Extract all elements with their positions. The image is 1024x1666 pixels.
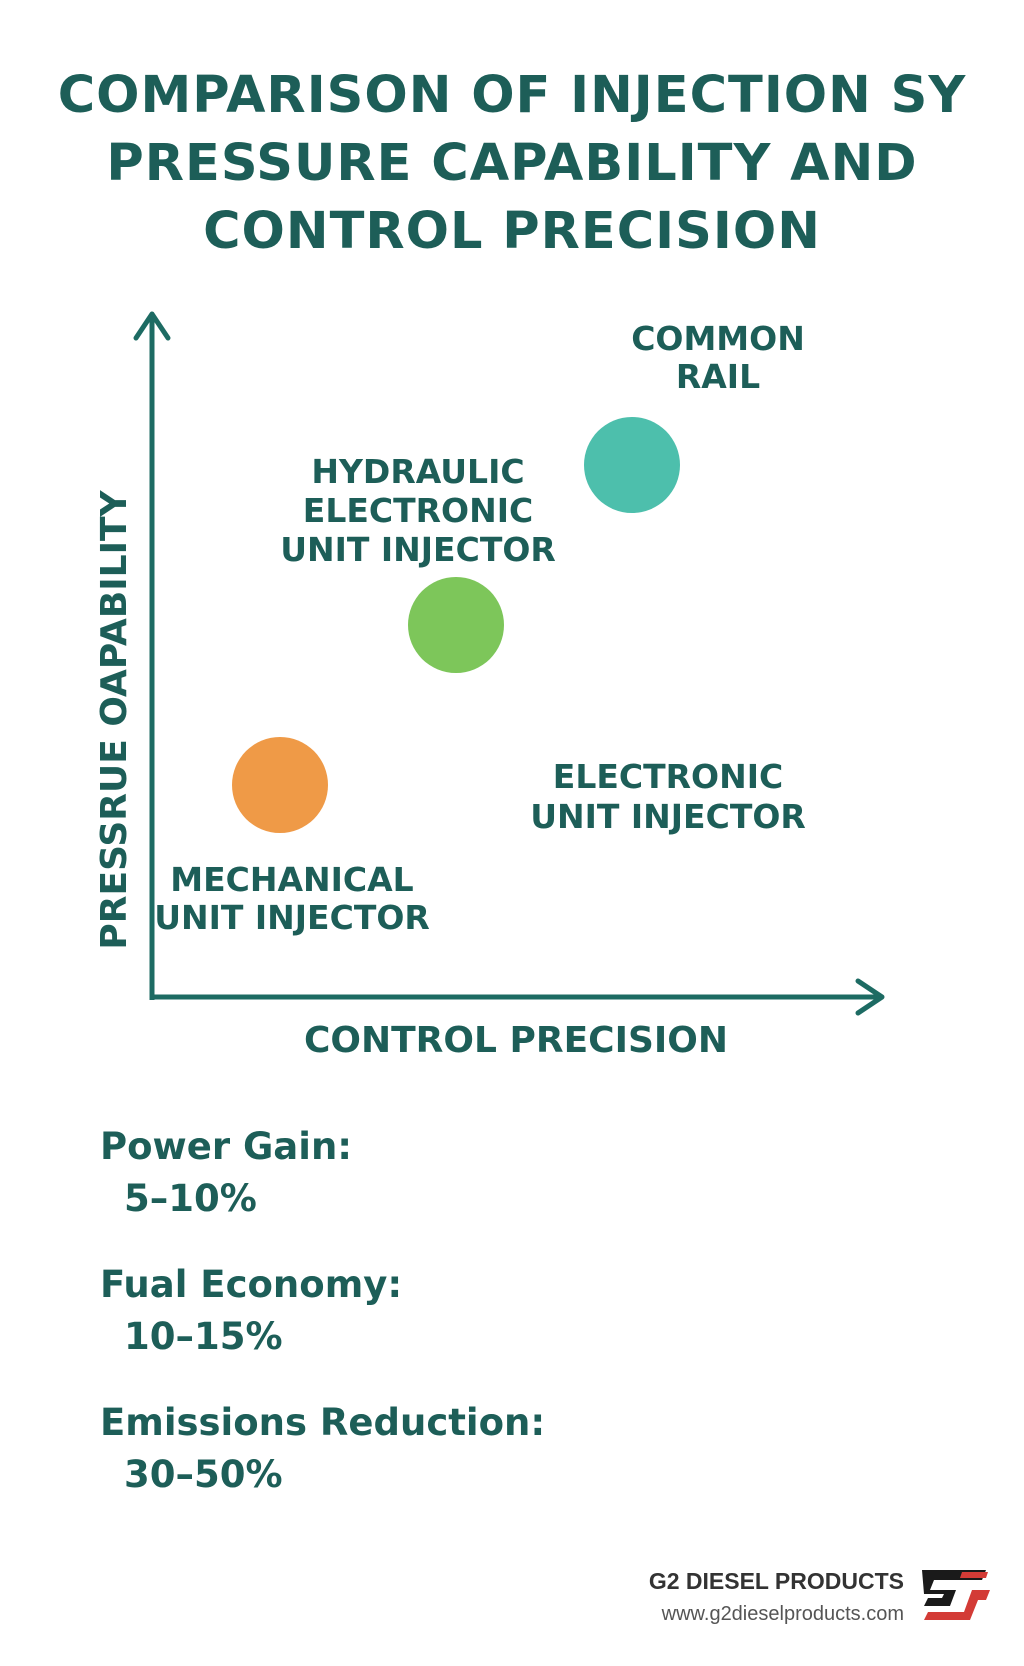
title-line-3: CONTROL PRECISION bbox=[203, 202, 821, 261]
data-point bbox=[584, 417, 680, 513]
stat-power-gain: Power Gain: 5–10% bbox=[100, 1125, 545, 1221]
x-axis-arrow bbox=[855, 978, 885, 1016]
stat-label: Power Gain: bbox=[100, 1125, 353, 1168]
g2-logo-icon bbox=[922, 1570, 990, 1620]
title-line-1: COMPARISON OF INJECTION SY bbox=[57, 66, 967, 125]
stat-value: 30–50% bbox=[124, 1453, 283, 1496]
stat-value: 5–10% bbox=[124, 1177, 257, 1220]
stats-list: Power Gain: 5–10% Fual Economy: 10–15% E… bbox=[100, 1125, 545, 1539]
stat-fuel-economy: Fual Economy: 10–15% bbox=[100, 1263, 545, 1359]
chart-title: COMPARISON OF INJECTION SY PRESSURE CAPA… bbox=[0, 62, 1024, 266]
x-axis-label: CONTROL PRECISION bbox=[304, 1020, 728, 1060]
y-axis-label: PRESSRUE OAPABILITY bbox=[94, 489, 135, 949]
stat-value: 10–15% bbox=[124, 1315, 283, 1358]
data-point bbox=[408, 577, 504, 673]
brand-url[interactable]: www.g2dieselproducts.com bbox=[661, 1603, 904, 1625]
scatter-chart: CONTROL PRECISION PRESSRUE OAPABILITY ME… bbox=[94, 311, 885, 1060]
stat-emissions-reduction: Emissions Reduction: 30–50% bbox=[100, 1401, 545, 1497]
title-line-2: PRESSURE CAPABILITY AND bbox=[106, 134, 918, 193]
stat-label: Emissions Reduction: bbox=[100, 1401, 546, 1444]
y-axis-arrow bbox=[133, 311, 171, 341]
stat-label: Fual Economy: bbox=[100, 1263, 403, 1306]
footer: G2 DIESEL PRODUCTS www.g2dieselproducts.… bbox=[649, 1568, 904, 1626]
brand-name: G2 DIESEL PRODUCTS bbox=[648, 1568, 904, 1594]
data-point bbox=[232, 737, 328, 833]
